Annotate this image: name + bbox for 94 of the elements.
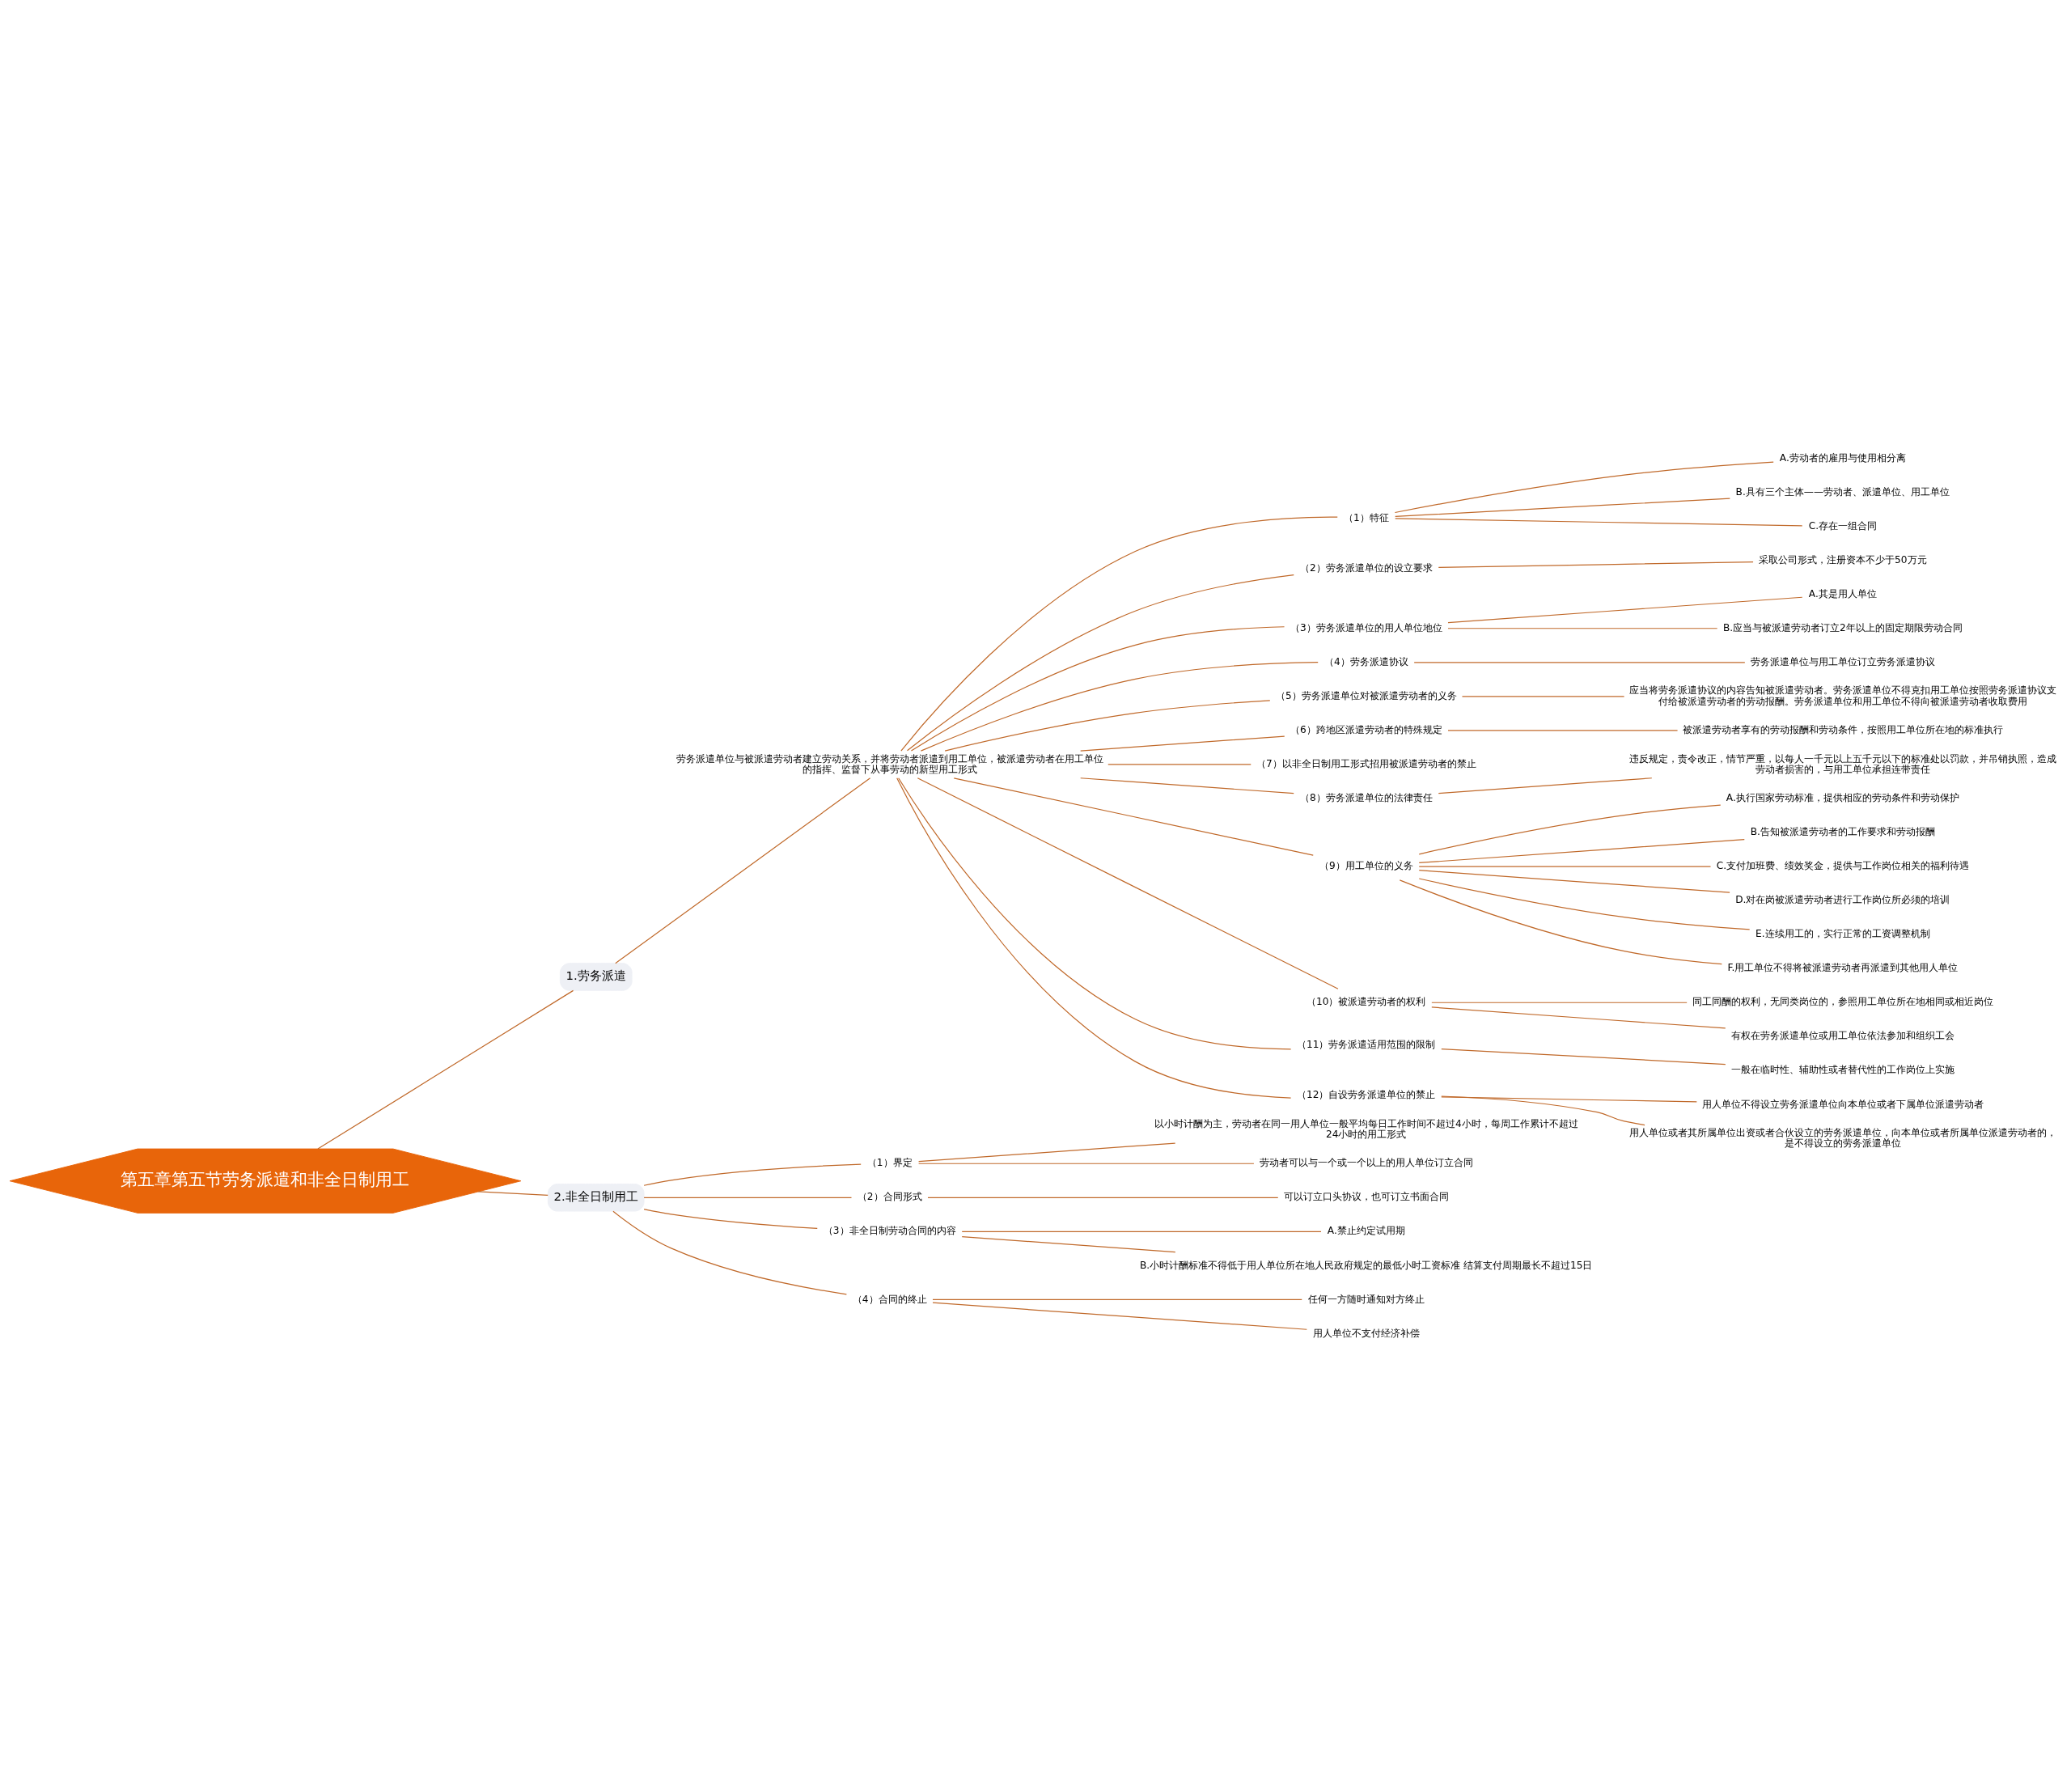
connector bbox=[1418, 870, 1730, 893]
connector bbox=[1399, 879, 1722, 965]
connector bbox=[1438, 561, 1754, 568]
node-text: 采取公司形式，注册资本不少于50万元 bbox=[1759, 553, 1927, 566]
connector bbox=[961, 1231, 1322, 1232]
connector bbox=[1395, 518, 1803, 527]
connector bbox=[896, 777, 1292, 1099]
node-text: （9）用工单位的义务 bbox=[1319, 860, 1413, 872]
connector bbox=[1413, 662, 1746, 663]
node-text: 应当将劳务派遣协议的内容告知被派遣劳动者。劳务派遣单位不得克扣用工单位按照劳务派遣协议支付给被派遣劳动者的劳动报酬。劳务派遣单位和用工单位不得向被派遣劳动者收取费用 bbox=[1628, 684, 2056, 707]
connector bbox=[1441, 1048, 1726, 1065]
connector bbox=[643, 1209, 818, 1229]
connector bbox=[910, 626, 1285, 752]
connector bbox=[1418, 839, 1745, 864]
node-text: （3）非全日制劳动合同的内容 bbox=[823, 1225, 956, 1237]
node-text: （8）劳务派遣单位的法律责任 bbox=[1299, 792, 1433, 804]
node-text: B.具有三个主体——劳动者、派遣单位、用工单位 bbox=[1735, 485, 1950, 498]
node-text: 用人单位不得设立劳务派遣单位向本单位或者下属单位派遣劳动者 bbox=[1701, 1098, 1984, 1110]
node-text: B.应当与被派遣劳动者订立2年以上的固定期限劳动合同 bbox=[1722, 621, 1963, 633]
connector bbox=[615, 777, 871, 964]
connector bbox=[643, 1163, 862, 1186]
node-text: 有权在劳务派遣单位或用工单位依法参加和组织工会 bbox=[1730, 1030, 1955, 1042]
node-text: A.执行国家劳动标准，提供相应的劳动条件和劳动保护 bbox=[1726, 792, 1959, 804]
node-text: （3）劳务派遣单位的用人单位地位 bbox=[1290, 621, 1442, 633]
connector bbox=[1418, 878, 1751, 930]
node-text: （2）合同形式 bbox=[857, 1191, 922, 1203]
connector bbox=[317, 989, 574, 1150]
node-text: 劳务派遣单位与用工单位订立劳务派遣协议 bbox=[1750, 655, 1935, 667]
node-text: 劳务派遣单位与被派遣劳动者建立劳动关系，并将劳动者派遣到用工单位，被派遣劳动者在用工单位的指挥、监督下从事劳动的新型用工形式 bbox=[676, 752, 1103, 775]
node-text: A.劳动者的雇用与使用相分离 bbox=[1779, 451, 1906, 464]
connector bbox=[1395, 498, 1730, 518]
connector bbox=[918, 1142, 1176, 1163]
node-text: D.对在岗被派遣劳动者进行工作岗位所必须的培训 bbox=[1735, 894, 1950, 906]
node-text: （7）以非全日制用工形式招用被派遣劳动者的禁止 bbox=[1256, 758, 1476, 770]
node-text: （1）特征 bbox=[1343, 511, 1389, 523]
node-text: 劳动者可以与一个或一个以上的用人单位订立合同 bbox=[1259, 1157, 1473, 1169]
connector bbox=[1080, 735, 1285, 752]
connector bbox=[1441, 1095, 1645, 1126]
connector bbox=[1080, 777, 1294, 794]
node-box: 2.非全日制用工 bbox=[547, 1184, 645, 1212]
node-text: C.存在一组合同 bbox=[1808, 519, 1877, 532]
connector bbox=[1107, 764, 1251, 765]
connector bbox=[477, 1191, 548, 1196]
connector bbox=[1461, 696, 1625, 697]
node-text: （6）跨地区派遣劳动者的特殊规定 bbox=[1290, 724, 1442, 736]
connector bbox=[917, 777, 1339, 989]
connector bbox=[920, 661, 1319, 752]
node-text: 以小时计酬为主，劳动者在同一用人单位一般平均每日工作时间不超过4小时，每周工作累计不超过24小时的用工形式 bbox=[1154, 1117, 1578, 1140]
connector bbox=[1431, 1006, 1726, 1029]
node-text: C.支付加班费、绩效奖金，提供与工作岗位相关的福利待遇 bbox=[1716, 860, 1969, 872]
node-box: 1.劳务派遣 bbox=[559, 963, 633, 991]
node-text: （4）劳务派遣协议 bbox=[1323, 655, 1408, 667]
node-text: （4）合同的终止 bbox=[852, 1293, 927, 1305]
connector bbox=[1431, 1002, 1688, 1003]
connector bbox=[898, 777, 1292, 1050]
connector bbox=[944, 700, 1271, 752]
node-text: （12）自设劳务派遣单位的禁止 bbox=[1297, 1089, 1436, 1101]
node-text: 可以订立口头协议，也可订立书面合同 bbox=[1283, 1191, 1449, 1203]
node-text: （1）界定 bbox=[866, 1157, 913, 1169]
node-text: B.小时计酬标准不得低于用人单位所在地人民政府规定的最低小时工资标准 结算支付周期最长不超过15日 bbox=[1140, 1259, 1593, 1271]
node-text: E.连续用工的，实行正常的工资调整机制 bbox=[1755, 928, 1930, 940]
connector bbox=[1447, 730, 1679, 731]
connector bbox=[1441, 1096, 1697, 1103]
connector bbox=[643, 1197, 853, 1198]
node-text: 被派遣劳动者享有的劳动报酬和劳动条件，按照用工单位所在地的标准执行 bbox=[1682, 724, 2003, 736]
connector bbox=[918, 1163, 1255, 1164]
connector bbox=[1418, 804, 1722, 855]
connector bbox=[1447, 596, 1803, 624]
connector bbox=[932, 1298, 1302, 1300]
node-text: B.告知被派遣劳动者的工作要求和劳动报酬 bbox=[1750, 826, 1935, 838]
connector bbox=[1447, 628, 1718, 629]
node-text: 用人单位或者其所属单位出资或者合伙设立的劳务派遣单位，向本单位或者所属单位派遣劳动者的，是不得设立的劳务派遣单位 bbox=[1628, 1127, 2056, 1150]
node-text: F.用工单位不得将被派遣劳动者再派遣到其他用人单位 bbox=[1727, 962, 1959, 974]
node-text: 一般在临时性、辅助性或者替代性的工作岗位上实施 bbox=[1730, 1064, 1955, 1076]
connector bbox=[961, 1236, 1176, 1253]
node-text: 用人单位不支付经济补偿 bbox=[1312, 1327, 1420, 1339]
node-text: （5）劳务派遣单位对被派遣劳动者的义务 bbox=[1275, 690, 1457, 702]
connector bbox=[1394, 461, 1774, 514]
node-text: A.其是用人单位 bbox=[1808, 587, 1877, 599]
node-text: （10）被派遣劳动者的权利 bbox=[1307, 996, 1426, 1008]
node-text: A.禁止约定试用期 bbox=[1327, 1225, 1405, 1237]
node-text: （11）劳务派遣适用范围的限制 bbox=[1297, 1038, 1436, 1050]
node-text: 任何一方随时通知对方终止 bbox=[1307, 1293, 1425, 1305]
node-text: 违反规定，责令改正，情节严重，以每人一千元以上五千元以下的标准处以罚款，并吊销执照，造成劳动者损害的，与用工单位承担连带责任 bbox=[1628, 752, 2056, 775]
node-text: 同工同酬的权利，无同类岗位的，参照用工单位所在地相同或相近岗位 bbox=[1692, 996, 1993, 1008]
connector bbox=[1418, 866, 1712, 867]
connector bbox=[927, 1197, 1279, 1198]
connector bbox=[900, 516, 1338, 752]
connector bbox=[953, 777, 1314, 856]
connector bbox=[932, 1302, 1307, 1330]
connector bbox=[1438, 777, 1653, 794]
node-text: （2）劳务派遣单位的设立要求 bbox=[1299, 562, 1433, 574]
connector bbox=[612, 1210, 847, 1295]
connector bbox=[906, 574, 1294, 752]
